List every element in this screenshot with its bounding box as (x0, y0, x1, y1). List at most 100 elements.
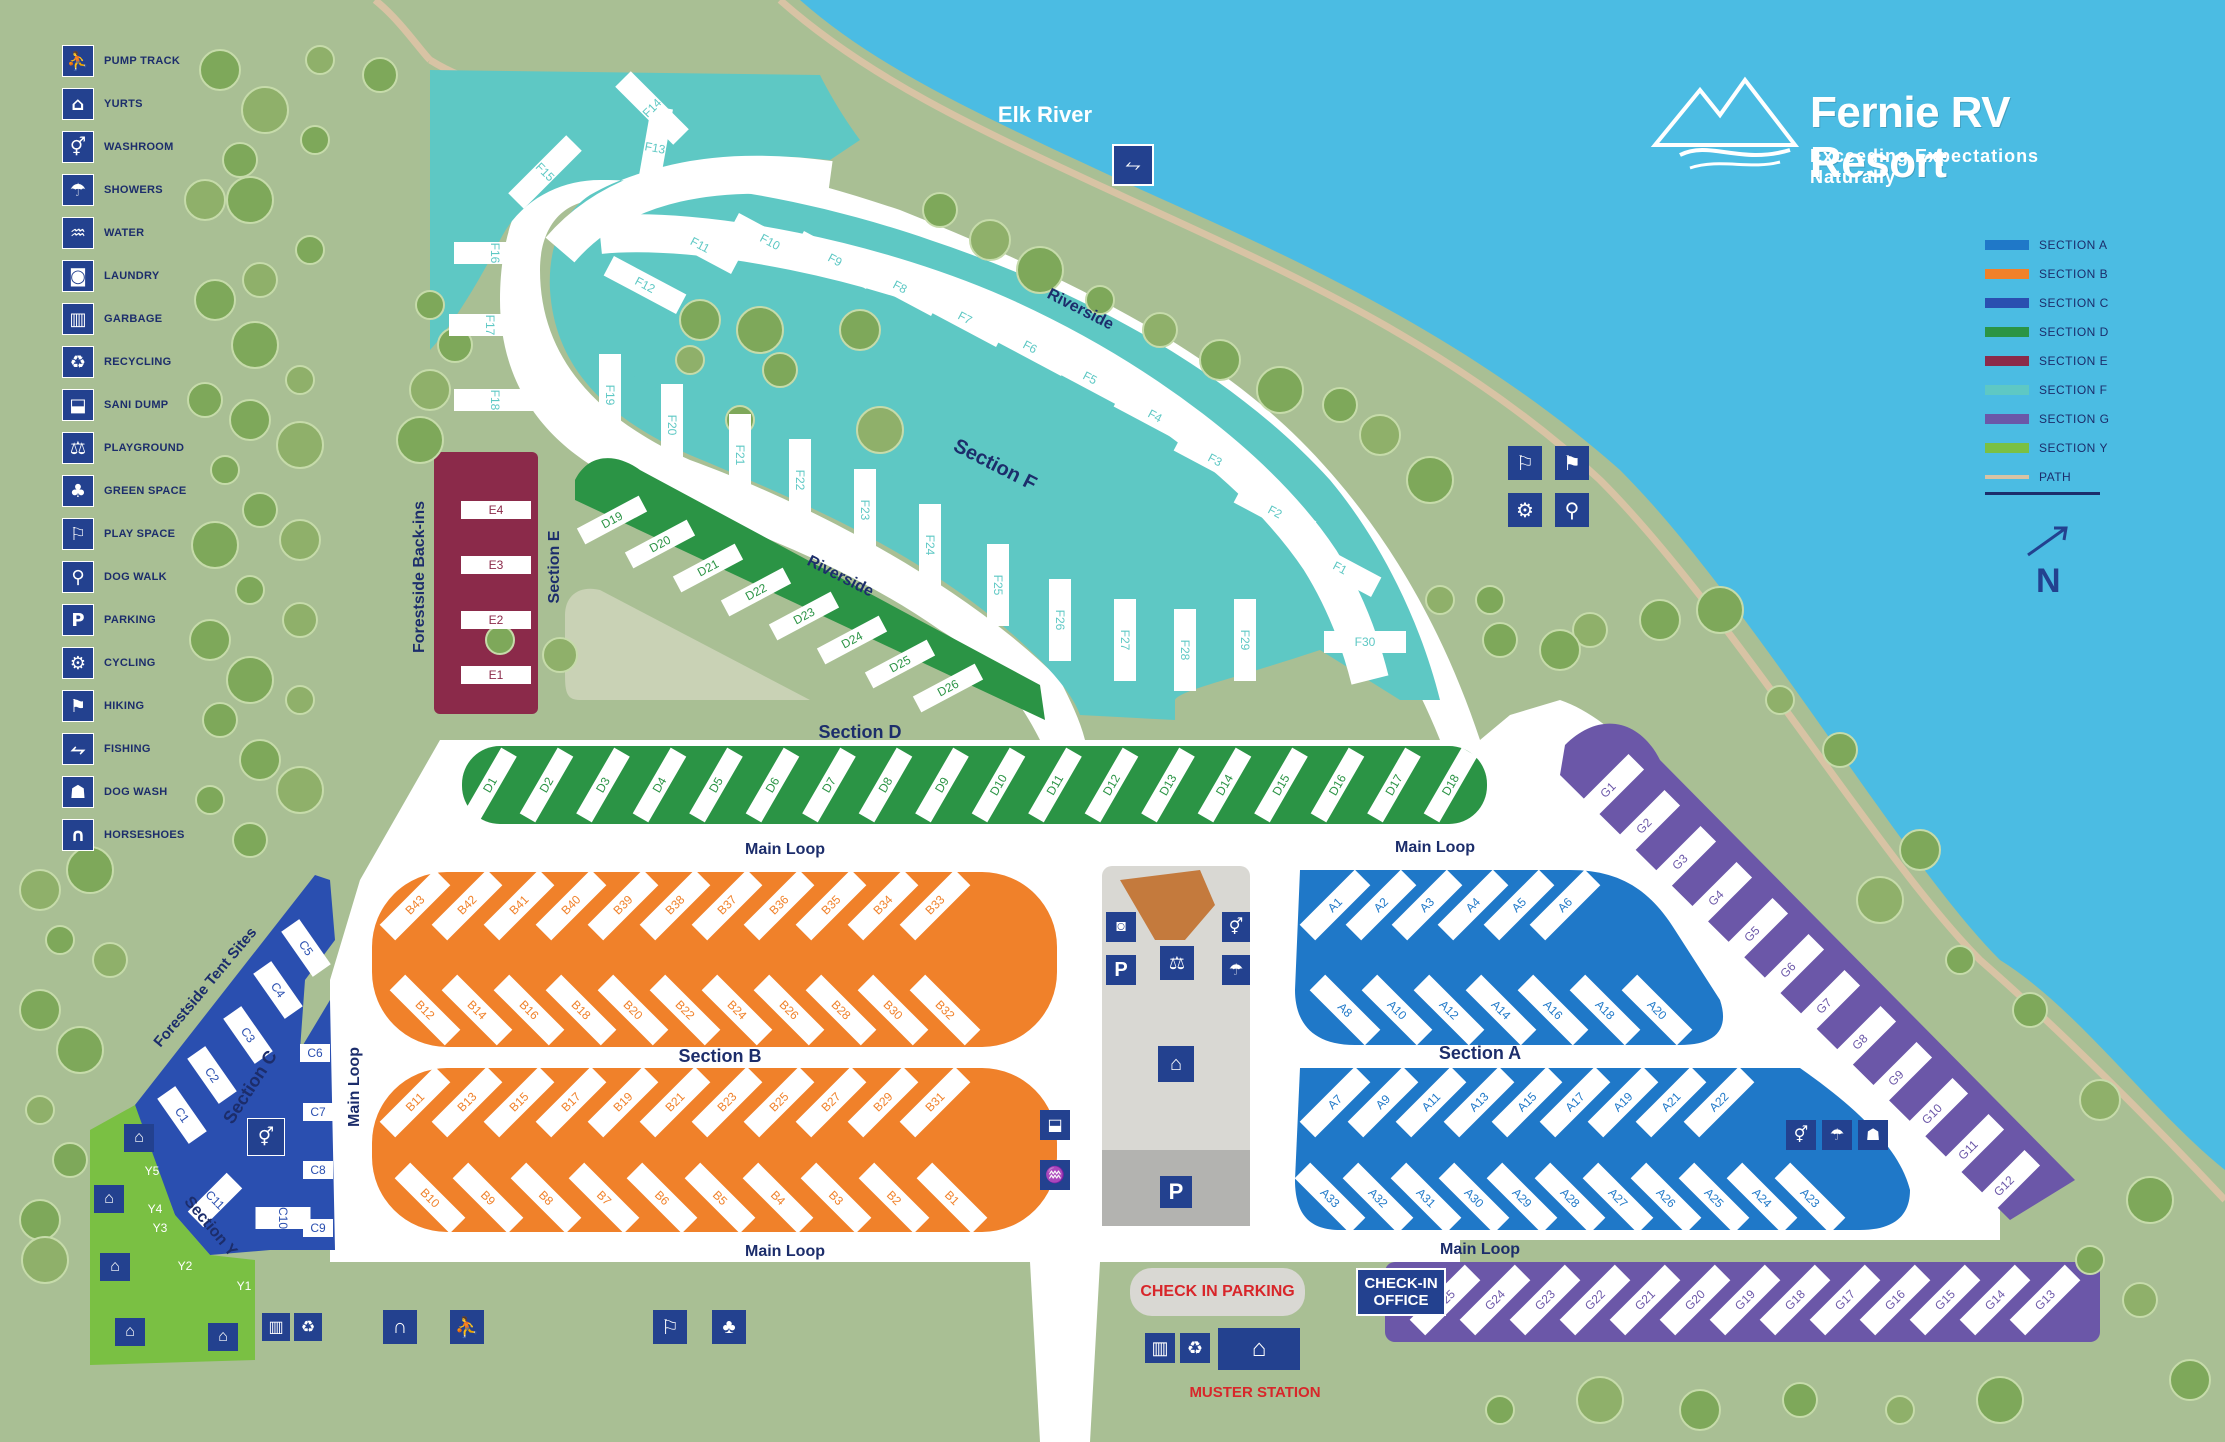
site-pad[interactable] (624, 519, 696, 569)
site-pad[interactable] (576, 747, 630, 823)
site-c6[interactable]: C6 (300, 1044, 330, 1062)
site-pad[interactable] (1048, 349, 1132, 407)
site-pad[interactable] (1113, 387, 1197, 445)
check-in-office-sign[interactable]: CHECK-IN OFFICE (1356, 1268, 1446, 1316)
site-pad[interactable] (672, 543, 744, 593)
site-f2[interactable]: F2 (1233, 483, 1317, 541)
site-pad[interactable] (1621, 974, 1693, 1046)
site-a9[interactable]: A9 (1347, 1066, 1419, 1138)
site-pad[interactable] (626, 1162, 698, 1234)
site-d3[interactable]: D3 (576, 747, 630, 823)
site-pad[interactable] (1361, 974, 1433, 1046)
site-pad[interactable] (510, 1162, 582, 1234)
site-pad[interactable] (795, 1066, 867, 1138)
site-y4[interactable]: Y4 (148, 1202, 163, 1216)
site-c4[interactable]: C4 (253, 961, 303, 1019)
site-pad[interactable] (615, 71, 689, 145)
site-pad[interactable] (461, 666, 531, 684)
site-pad[interactable] (847, 869, 919, 941)
site-g6[interactable]: G6 (1751, 933, 1825, 1007)
site-pad[interactable] (300, 1044, 330, 1062)
site-pad[interactable] (493, 974, 565, 1046)
site-c7[interactable]: C7 (303, 1103, 333, 1121)
site-pad[interactable] (1859, 1264, 1931, 1336)
site-pad[interactable] (789, 439, 811, 521)
site-pad[interactable] (576, 495, 648, 545)
site-pad[interactable] (729, 414, 751, 496)
site-pad[interactable] (508, 135, 582, 209)
site-pad[interactable] (1483, 869, 1555, 941)
site-pad[interactable] (795, 869, 867, 941)
site-pad[interactable] (745, 747, 800, 823)
site-pad[interactable] (461, 611, 531, 629)
site-a5[interactable]: A5 (1483, 869, 1555, 941)
site-pad[interactable] (1630, 1162, 1702, 1234)
site-a1[interactable]: A1 (1299, 869, 1371, 941)
site-g9[interactable]: G9 (1859, 1041, 1933, 1115)
site-pad[interactable] (632, 747, 687, 823)
site-f7[interactable]: F7 (923, 289, 1007, 347)
site-pad[interactable] (858, 747, 913, 823)
site-b3[interactable]: B3 (800, 1162, 872, 1234)
site-c10[interactable]: C10 (255, 1207, 311, 1229)
site-pad[interactable] (858, 258, 942, 316)
site-pad[interactable] (1509, 1264, 1581, 1336)
site-pad[interactable] (1659, 1264, 1731, 1336)
site-pad[interactable] (720, 567, 792, 617)
site-pad[interactable] (1345, 869, 1417, 941)
site-pad[interactable] (753, 974, 825, 1046)
site-y1[interactable]: Y1 (237, 1279, 252, 1293)
site-b2[interactable]: B2 (858, 1162, 930, 1234)
site-pad[interactable] (1443, 1066, 1515, 1138)
site-g16[interactable]: G16 (1859, 1264, 1931, 1336)
site-pad[interactable] (1299, 1066, 1371, 1138)
site-pad[interactable] (1347, 1066, 1419, 1138)
site-f17[interactable]: F17 (449, 314, 531, 336)
site-c8[interactable]: C8 (303, 1161, 333, 1179)
site-pad[interactable] (1342, 1162, 1414, 1234)
site-pad[interactable] (1967, 1149, 2041, 1223)
site-pad[interactable] (281, 919, 331, 977)
site-pad[interactable] (449, 314, 531, 336)
site-f21[interactable]: F21 (729, 414, 751, 496)
site-pad[interactable] (1141, 747, 1195, 823)
site-pad[interactable] (919, 504, 941, 586)
site-pad[interactable] (988, 318, 1072, 376)
site-c1[interactable]: C1 (157, 1086, 207, 1144)
site-pad[interactable] (1049, 579, 1071, 661)
site-pad[interactable] (461, 556, 531, 574)
site-d17[interactable]: D17 (1367, 747, 1421, 823)
site-pad[interactable] (1459, 1264, 1531, 1336)
site-pad[interactable] (1367, 747, 1421, 823)
site-pad[interactable] (691, 1066, 763, 1138)
site-f12[interactable]: F12 (603, 256, 687, 314)
site-d15[interactable]: D15 (1254, 747, 1308, 823)
site-pad[interactable] (1299, 869, 1371, 941)
site-pad[interactable] (157, 1086, 207, 1144)
site-pad[interactable] (1423, 747, 1478, 823)
site-pad[interactable] (1751, 933, 1825, 1007)
site-g3[interactable]: G3 (1643, 825, 1717, 899)
site-pad[interactable] (802, 747, 856, 823)
site-d11[interactable]: D11 (1028, 747, 1082, 823)
site-pad[interactable] (454, 242, 536, 264)
site-f30[interactable]: F30 (1324, 631, 1406, 653)
site-pad[interactable] (1539, 1066, 1611, 1138)
site-f28[interactable]: F28 (1174, 609, 1196, 691)
site-c5[interactable]: C5 (281, 919, 331, 977)
site-pad[interactable] (1895, 1077, 1969, 1151)
site-pad[interactable] (1233, 483, 1317, 541)
site-d10[interactable]: D10 (971, 747, 1026, 823)
site-f29[interactable]: F29 (1234, 599, 1256, 681)
site-f24[interactable]: F24 (919, 504, 941, 586)
site-pad[interactable] (568, 1162, 640, 1234)
site-b1[interactable]: B1 (916, 1162, 988, 1234)
site-pad[interactable] (1959, 1264, 2031, 1336)
site-d13[interactable]: D13 (1141, 747, 1195, 823)
site-y2[interactable]: Y2 (178, 1259, 193, 1273)
site-pad[interactable] (452, 1162, 524, 1234)
site-pad[interactable] (805, 974, 877, 1046)
site-pad[interactable] (691, 869, 763, 941)
site-pad[interactable] (1390, 1162, 1462, 1234)
site-pad[interactable] (1683, 1066, 1755, 1138)
